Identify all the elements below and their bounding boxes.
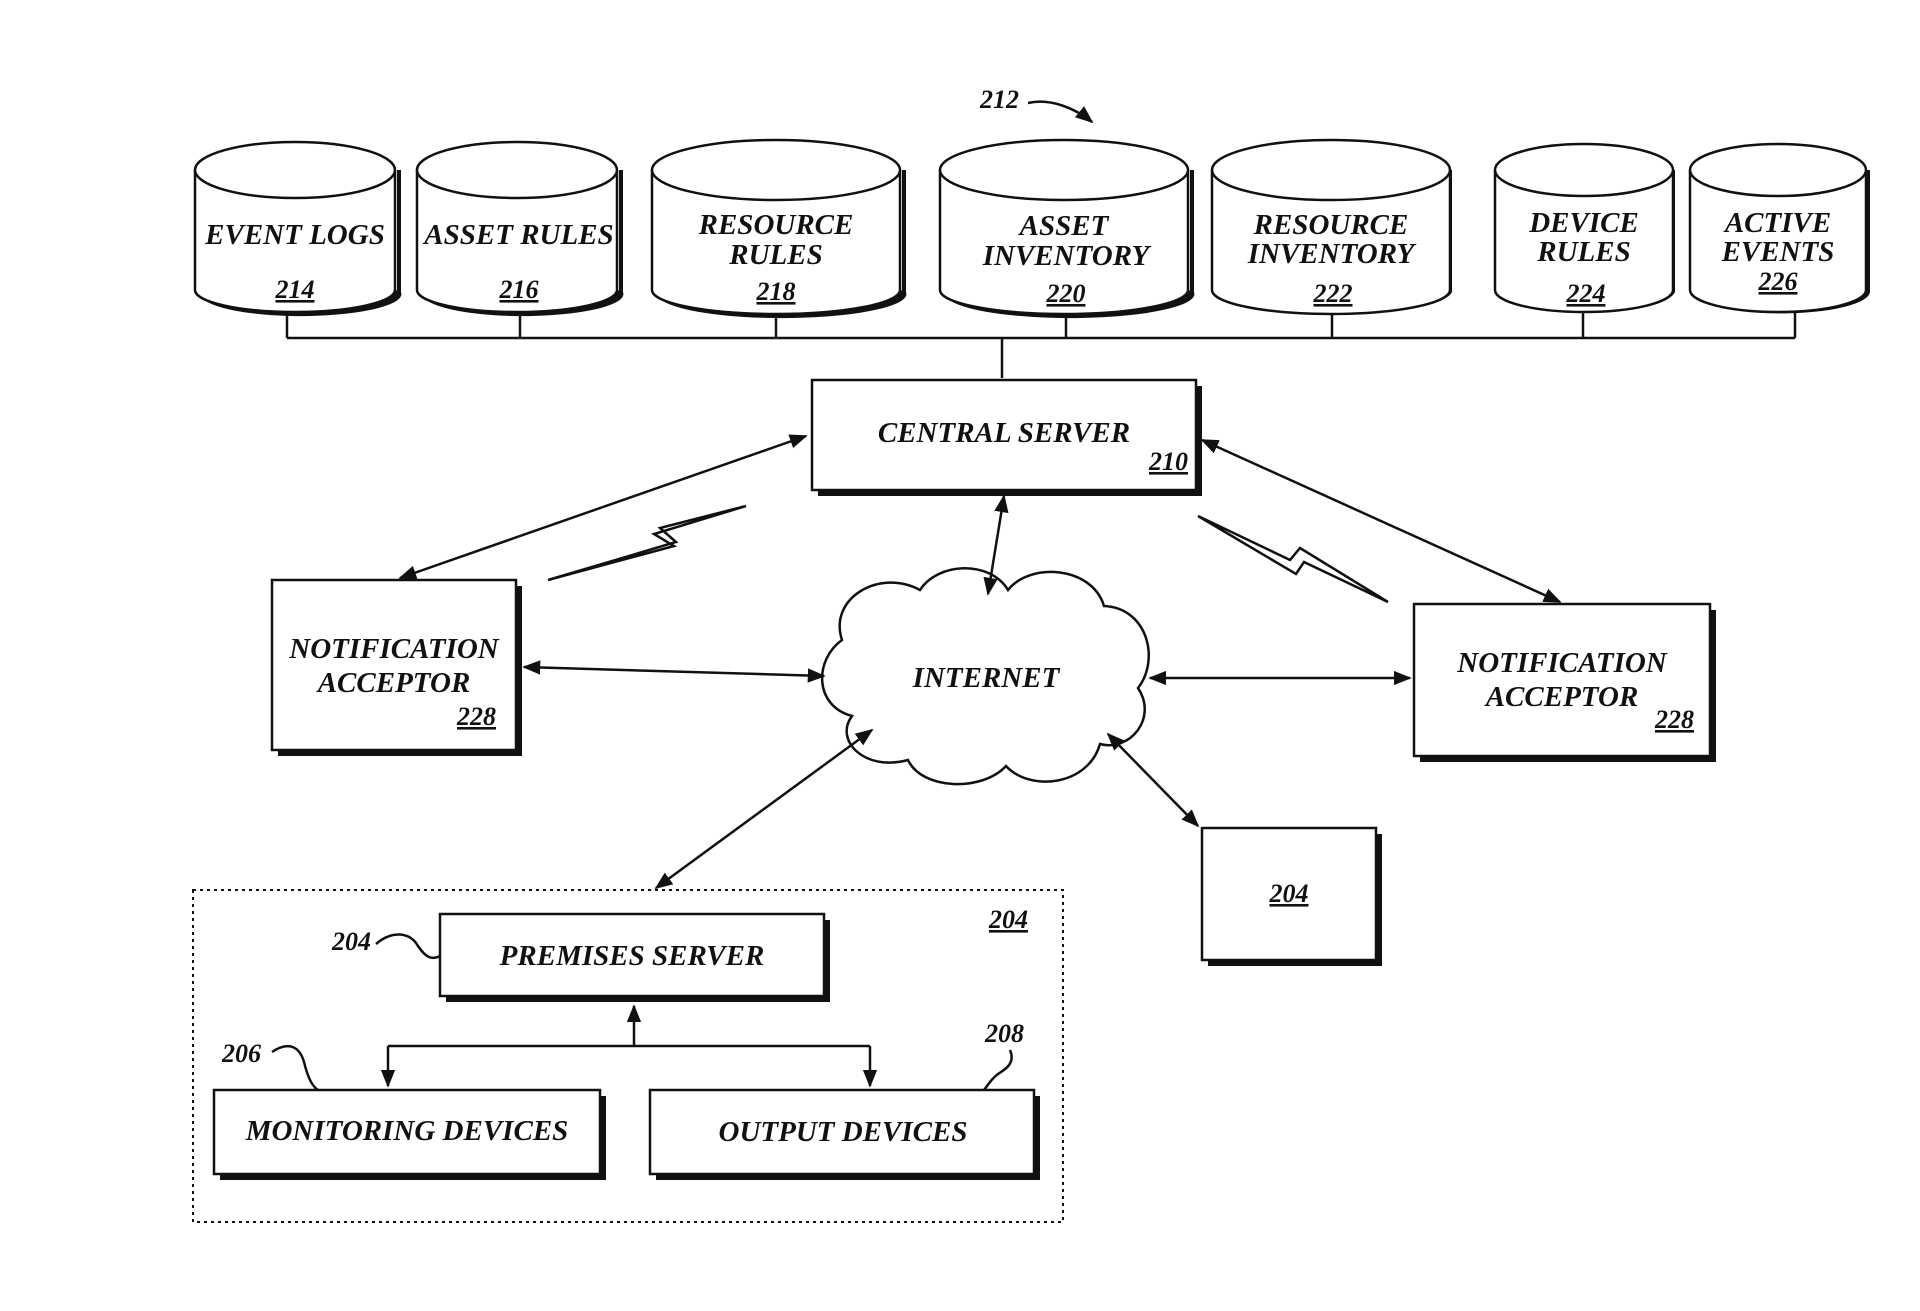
- database-label: INVENTORY: [982, 240, 1152, 272]
- wireless-link-left-icon: [547, 504, 747, 582]
- connector-central-right-acceptor: [1200, 438, 1562, 604]
- notification-ref: 228: [456, 702, 496, 731]
- database-label: ACTIVE: [1723, 207, 1831, 239]
- notification-acceptor-right: NOTIFICATION ACCEPTOR 228: [1412, 602, 1716, 762]
- database-resource-inventory: RESOURCE INVENTORY 222: [1210, 138, 1452, 316]
- connector-central-left-acceptor: [398, 434, 808, 580]
- premises-group-ref: 204: [988, 905, 1028, 934]
- monitoring-devices-leader: [271, 1044, 319, 1092]
- database-label: DEVICE: [1528, 207, 1639, 239]
- central-server-label: CENTRAL SERVER: [878, 417, 1130, 449]
- database-label: EVENTS: [1721, 236, 1835, 268]
- database-ref: 224: [1566, 279, 1606, 308]
- monitoring-devices-box: MONITORING DEVICES: [212, 1088, 606, 1180]
- premises-internal-connectors: [380, 1004, 878, 1088]
- database-label: ASSET: [1018, 210, 1110, 242]
- database-asset-inventory: ASSET INVENTORY 220: [938, 138, 1195, 319]
- premises-small-ref: 204: [1269, 879, 1309, 908]
- premises-box-small: 204: [1200, 826, 1382, 966]
- database-label: RULES: [1536, 236, 1630, 268]
- database-label: INVENTORY: [1247, 238, 1417, 270]
- network-connectors: [398, 434, 1562, 890]
- notification-label: ACCEPTOR: [1484, 681, 1639, 713]
- database-label: ASSET RULES: [422, 219, 613, 251]
- notification-ref: 228: [1654, 705, 1694, 734]
- database-active-events: ACTIVE EVENTS 226: [1688, 142, 1870, 314]
- database-label: RESOURCE: [1253, 209, 1409, 241]
- notification-label: NOTIFICATION: [1456, 647, 1668, 679]
- database-ref: 226: [1758, 267, 1798, 296]
- database-device-rules: DEVICE RULES 224: [1493, 142, 1675, 314]
- connector-central-internet: [983, 494, 1009, 596]
- wireless-link-right-icon: [1197, 514, 1389, 604]
- connector-internet-premises-small: [1106, 732, 1200, 828]
- system-ref-label: 212: [979, 85, 1019, 114]
- internet-label: INTERNET: [912, 662, 1061, 694]
- database-ref: 216: [499, 275, 539, 304]
- database-event-logs: EVENT LOGS 214: [193, 140, 402, 317]
- system-ref-leader: [1027, 100, 1094, 124]
- monitoring-devices-label: MONITORING DEVICES: [245, 1115, 569, 1147]
- premises-group: 204 PREMISES SERVER 204 MONITORING DEVIC…: [192, 889, 1064, 1223]
- database-ref: 220: [1046, 279, 1086, 308]
- monitoring-devices-ref: 206: [221, 1039, 261, 1068]
- database-asset-rules: ASSET RULES 216: [415, 140, 624, 317]
- premises-server-leader: [375, 933, 441, 960]
- database-label: RULES: [728, 239, 822, 271]
- database-label: RESOURCE: [698, 209, 854, 241]
- connector-internet-premises-group: [654, 728, 874, 890]
- notification-label: ACCEPTOR: [316, 667, 471, 699]
- premises-server-box: PREMISES SERVER: [438, 912, 830, 1002]
- database-resource-rules: RESOURCE RULES 218: [650, 138, 907, 319]
- database-ref: 222: [1313, 279, 1353, 308]
- database-ref: 218: [756, 277, 796, 306]
- central-server-box: CENTRAL SERVER 210: [810, 378, 1202, 496]
- output-devices-label: OUTPUT DEVICES: [719, 1116, 968, 1148]
- internet-cloud: INTERNET: [820, 567, 1150, 786]
- notification-label: NOTIFICATION: [288, 633, 500, 665]
- database-ref: 214: [275, 275, 315, 304]
- database-bus: [285, 308, 1797, 378]
- central-server-ref: 210: [1148, 447, 1188, 476]
- output-devices-leader: [983, 1049, 1013, 1091]
- premises-server-ref: 204: [331, 927, 371, 956]
- connector-left-acceptor-internet: [522, 660, 826, 683]
- notification-acceptor-left: NOTIFICATION ACCEPTOR 228: [270, 578, 522, 756]
- output-devices-box: OUTPUT DEVICES: [648, 1088, 1040, 1180]
- database-label: EVENT LOGS: [204, 219, 385, 251]
- premises-server-label: PREMISES SERVER: [499, 940, 765, 972]
- output-devices-ref: 208: [984, 1019, 1024, 1048]
